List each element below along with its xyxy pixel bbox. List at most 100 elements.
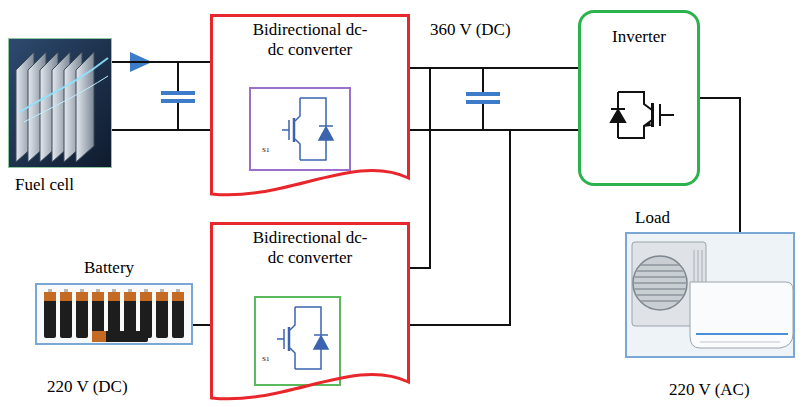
switch-symbol [295, 98, 300, 160]
igbt-symbol [643, 121, 651, 127]
fuel-cell-picture [9, 39, 111, 167]
battery-picture [44, 292, 56, 338]
battery-picture [140, 289, 152, 338]
battery-picture [92, 331, 106, 342]
air-conditioner-picture [626, 233, 794, 357]
battery-picture [156, 292, 168, 338]
capacitor-symbol [161, 91, 195, 95]
node-title: Fuel cell [15, 175, 74, 195]
switch-symbol [277, 329, 284, 349]
node-title: Bidirectional dc-dc converter [245, 228, 375, 267]
air-conditioner-picture [632, 283, 690, 284]
battery-picture [92, 292, 104, 301]
capacitor-symbol [482, 104, 484, 130]
fuel-cell-picture [9, 39, 111, 167]
fuel-cell-box: Fuel cell [8, 38, 112, 168]
node-value: 220 V (DC) [47, 377, 128, 397]
battery-picture [124, 292, 136, 301]
battery-picture [60, 292, 72, 338]
igbt-symbol [660, 104, 674, 126]
fuel-cell-picture [76, 52, 94, 162]
igbt-symbol [618, 92, 652, 138]
battery-picture [48, 289, 52, 292]
switch-symbol [295, 307, 321, 369]
wire-connector [700, 98, 740, 232]
battery-picture [92, 289, 104, 338]
fuel-cell-picture [24, 76, 108, 122]
battery-picture [128, 289, 132, 292]
capacitor-symbol [466, 68, 500, 130]
switch-symbol [250, 88, 350, 170]
switch-symbol [282, 98, 333, 160]
switch-symbol [288, 327, 291, 351]
battery-box: Battery220 V (DC) [35, 283, 193, 345]
battery-picture [140, 292, 152, 301]
air-conditioner-picture [632, 265, 690, 266]
capacitor-symbol [177, 62, 179, 91]
converter-outline [212, 16, 409, 195]
battery-picture [108, 292, 120, 301]
igbt-symbol [611, 92, 674, 138]
switch-symbol [319, 127, 333, 140]
switch-symbol [250, 88, 350, 170]
load-box: Load220 V (AC) [625, 232, 795, 358]
battery-picture [176, 289, 180, 292]
switch-symbol [255, 297, 340, 385]
switch-symbol [255, 297, 340, 385]
battery-picture [64, 289, 68, 292]
air-conditioner-picture [700, 342, 780, 343]
converter-box: Bidirectional dc-dc converter [210, 14, 410, 200]
switch-symbol [314, 336, 328, 349]
air-conditioner-picture [690, 282, 793, 348]
battery-picture [160, 289, 164, 292]
battery-picture [172, 292, 184, 301]
igbt-symbol [651, 103, 654, 127]
switch-symbol [282, 120, 289, 140]
battery-picture [44, 292, 56, 301]
converter-box: Bidirectional dc-dc converter [210, 222, 410, 404]
air-conditioner-picture [632, 295, 690, 296]
inverter-box: Inverter [578, 10, 700, 186]
capacitor-symbol [177, 103, 179, 130]
battery-picture [172, 292, 184, 338]
battery-picture [92, 331, 148, 342]
node-title: Inverter [581, 27, 697, 47]
switch-symbol [293, 118, 296, 142]
battery-picture [60, 292, 72, 301]
switch-symbol [290, 307, 295, 369]
battery-picture [144, 289, 148, 292]
battery-picture [96, 289, 100, 292]
battery-picture [124, 289, 136, 338]
battery-picture [76, 292, 88, 301]
switch-label: S1 [262, 355, 269, 363]
switch-symbol [277, 307, 328, 369]
converter-outline [212, 224, 409, 399]
wire-connector [410, 68, 578, 130]
node-title: Load [635, 208, 670, 228]
node-title: Battery [84, 258, 134, 278]
battery-picture [156, 292, 168, 301]
capacitor-symbol [466, 92, 500, 96]
node-value: 220 V (AC) [669, 380, 750, 400]
battery-picture [80, 289, 84, 292]
air-conditioner-picture [632, 301, 690, 302]
battery-picture [108, 289, 120, 338]
battery-picture [36, 284, 192, 344]
battery-picture [172, 289, 184, 338]
air-conditioner-picture [632, 265, 690, 301]
battery-picture [60, 289, 72, 338]
fuel-cell-picture [20, 58, 108, 112]
battery-picture [44, 289, 56, 338]
air-conditioner-picture [632, 289, 690, 290]
capacitor-symbol [161, 99, 195, 103]
igbt-symbol [611, 110, 625, 122]
air-conditioner-picture [632, 277, 690, 278]
battery-picture [156, 289, 168, 338]
air-conditioner-picture [696, 333, 788, 335]
air-conditioner-picture [626, 233, 794, 357]
wire-connector [112, 62, 210, 130]
capacitor-symbol [466, 100, 500, 104]
wire-connector [410, 68, 578, 325]
switch-label: S1 [262, 146, 269, 154]
